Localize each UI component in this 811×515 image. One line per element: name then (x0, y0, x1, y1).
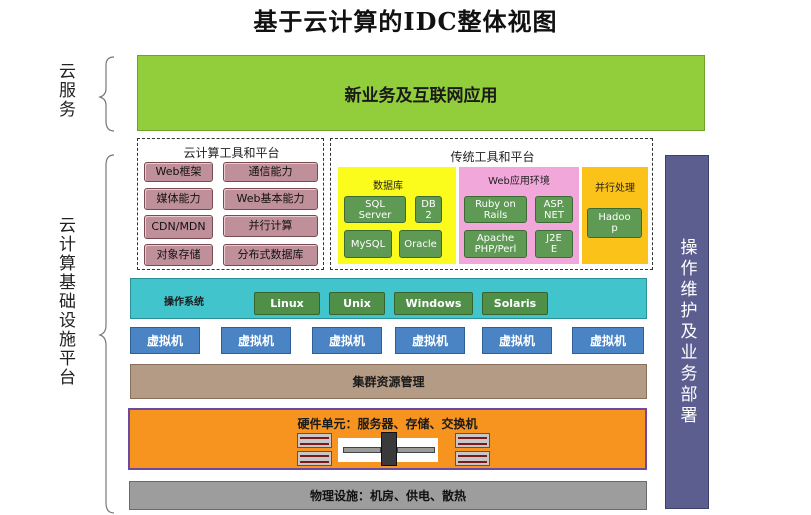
switch-icon (397, 447, 435, 453)
web-env-panel: Web应用环境 Ruby on Rails ASP.NET Apache PHP… (459, 167, 579, 264)
vm-5: 虚拟机 (482, 327, 552, 354)
os-linux: Linux (254, 292, 320, 315)
web-asp-net: ASP.NET (535, 196, 573, 223)
tool-media: 媒体能力 (144, 188, 213, 210)
side-braces (98, 56, 115, 514)
server-rack-icon (297, 433, 332, 448)
server-rack-icon (455, 433, 490, 448)
os-unix: Unix (329, 292, 385, 315)
server-rack-icon (297, 451, 332, 466)
switch-icon (343, 447, 381, 453)
tool-web-basic: Web基本能力 (223, 188, 318, 210)
cluster-resource-layer: 集群资源管理 (130, 364, 647, 399)
os-solaris: Solaris (482, 292, 548, 315)
traditional-tools-box: 传统工具和平台 数据库 SQL Server DB2 MySQL Oracle … (330, 138, 653, 270)
parallel-panel: 并行处理 Hadoop (582, 167, 648, 264)
os-layer: 操作系统 Linux Unix Windows Solaris (130, 278, 647, 319)
web-ruby-on-rails: Ruby on Rails (464, 196, 527, 223)
web-env-label: Web应用环境 (488, 176, 550, 187)
vm-2: 虚拟机 (221, 327, 291, 354)
db-db2: DB2 (415, 196, 442, 223)
storage-icon (381, 432, 397, 466)
cloud-tools-title: 云计算工具和平台 (183, 146, 280, 160)
web-j2ee: J2EE (535, 230, 573, 258)
vm-6: 虚拟机 (572, 327, 644, 354)
db-mysql: MySQL (344, 230, 392, 258)
cloud-tools-box: 云计算工具和平台 Web框架 通信能力 媒体能力 Web基本能力 CDN/MDN… (137, 138, 324, 270)
infrastructure-label: 云计算基础设施平台 (55, 216, 75, 387)
tool-distributed-db: 分布式数据库 (223, 244, 318, 266)
vm-1: 虚拟机 (130, 327, 200, 354)
db-sql-server: SQL Server (344, 196, 406, 223)
tool-web-framework: Web框架 (144, 162, 213, 182)
ops-deployment-column: 操作维护及业务部署 (665, 155, 709, 509)
database-panel: 数据库 SQL Server DB2 MySQL Oracle (338, 167, 456, 264)
tool-communication: 通信能力 (223, 162, 318, 182)
vm-3: 虚拟机 (312, 327, 382, 354)
new-business-app-layer: 新业务及互联网应用 (137, 55, 705, 131)
cloud-service-brace (98, 56, 115, 132)
ops-deployment-label: 操作维护及业务部署 (676, 237, 697, 427)
hardware-layer: 硬件单元：服务器、存储、交换机 (128, 408, 647, 470)
db-oracle: Oracle (399, 230, 442, 258)
diagram-title: 基于云计算的IDC整体视图 (253, 7, 558, 36)
cloud-service-label: 云服务 (55, 62, 75, 119)
server-rack-icon (455, 451, 490, 466)
vm-4: 虚拟机 (395, 327, 465, 354)
database-label: 数据库 (373, 181, 403, 192)
os-label: 操作系统 (164, 297, 204, 308)
tool-parallel-computing: 并行计算 (223, 215, 318, 237)
tool-cdn-mdn: CDN/MDN (144, 215, 213, 239)
web-apache-php-perl: Apache PHP/Perl (464, 230, 527, 258)
tool-object-storage: 对象存储 (144, 244, 213, 266)
traditional-tools-title: 传统工具和平台 (450, 150, 535, 164)
physical-infrastructure-layer: 物理设施：机房、供电、散热 (129, 481, 647, 510)
parallel-hadoop: Hadoop (587, 208, 642, 238)
parallel-label: 并行处理 (595, 183, 635, 194)
os-windows: Windows (394, 292, 473, 315)
hardware-title: 硬件单元：服务器、存储、交换机 (297, 417, 478, 431)
infrastructure-brace (98, 154, 115, 514)
